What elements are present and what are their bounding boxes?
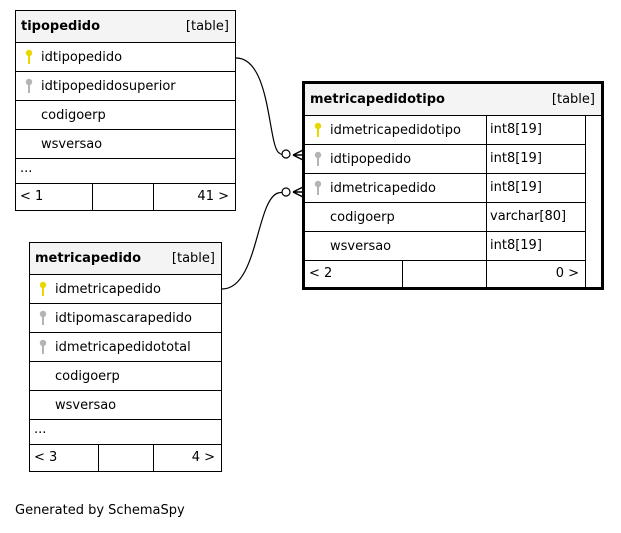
column-type-cell: int8[19] xyxy=(486,174,585,202)
table-kind: [table] xyxy=(185,19,229,34)
footer-divider xyxy=(402,261,403,287)
column-name: wsversao xyxy=(330,239,392,254)
column-row[interactable]: idmetricapedidototal xyxy=(30,333,221,362)
parents-count[interactable]: < 1 xyxy=(20,189,44,204)
table-footer: < 1 41 > xyxy=(16,184,235,210)
primary-key-icon xyxy=(39,281,47,296)
link-crowfoot-1 xyxy=(292,149,304,161)
column-type-cell: int8[19] xyxy=(486,232,585,260)
table-header: metricapedido [table] xyxy=(30,243,221,275)
table-header: metricapedidotipo [table] xyxy=(305,84,601,116)
foreign-key-icon xyxy=(39,339,47,354)
column-type-cell: int8[19] xyxy=(486,145,585,173)
foreign-key-icon xyxy=(314,151,322,166)
column-row[interactable]: codigoerp xyxy=(30,362,221,391)
parents-count[interactable]: < 3 xyxy=(34,450,58,465)
link-crowfoot-2 xyxy=(292,186,304,198)
column-name: idmetricapedidototal xyxy=(55,340,191,355)
table-footer: < 3 4 > xyxy=(30,445,221,471)
column-name: wsversao xyxy=(41,137,103,152)
more-text: ... xyxy=(20,161,33,176)
column-row[interactable]: wsversao xyxy=(30,391,221,420)
primary-key-icon xyxy=(25,49,33,64)
column-row[interactable]: idmetricapedido xyxy=(30,275,221,304)
children-count[interactable]: 0 > xyxy=(555,266,579,281)
table-name: tipopedido xyxy=(21,19,101,34)
column-row[interactable]: idtipomascarapedido xyxy=(30,304,221,333)
column-name: idmetricapedido xyxy=(55,282,162,297)
table-header: tipopedido [table] xyxy=(16,11,235,43)
column-row[interactable]: wsversao int8[19] xyxy=(305,232,586,261)
column-name: codigoerp xyxy=(330,210,395,225)
column-name: idtipopedido xyxy=(41,50,123,65)
table-kind: [table] xyxy=(171,251,215,266)
column-name: wsversao xyxy=(55,398,117,413)
column-name: idmetricapedido xyxy=(330,181,437,196)
footer-divider xyxy=(486,261,487,287)
column-row[interactable]: idtipopedido int8[19] xyxy=(305,145,586,174)
table-name: metricapedidotipo xyxy=(310,92,445,107)
column-type: int8[19] xyxy=(490,180,542,195)
column-type: int8[19] xyxy=(490,122,542,137)
column-type-cell: int8[19] xyxy=(486,116,585,144)
column-row[interactable]: idtipopedidosuperior xyxy=(16,72,235,101)
table-footer: < 2 0 > xyxy=(305,261,586,287)
children-count[interactable]: 41 > xyxy=(197,189,229,204)
more-columns-indicator: ... xyxy=(16,159,235,184)
generated-by-label: Generated by SchemaSpy xyxy=(15,503,185,518)
column-name: codigoerp xyxy=(55,369,120,384)
footer-divider xyxy=(98,445,99,471)
column-row[interactable]: idtipopedido xyxy=(16,43,235,72)
table-name: metricapedido xyxy=(35,251,142,266)
link-optional-marker-2 xyxy=(281,187,291,197)
column-type: varchar[80] xyxy=(490,209,567,224)
column-row[interactable]: idmetricapedido int8[19] xyxy=(305,174,586,203)
table-tipopedido[interactable]: tipopedido [table] idtipopedido idtipope… xyxy=(15,10,236,211)
column-row[interactable]: codigoerp varchar[80] xyxy=(305,203,586,232)
table-metricapedidotipo[interactable]: metricapedidotipo [table] idmetricapedid… xyxy=(302,81,604,290)
foreign-key-icon xyxy=(39,310,47,325)
link-tipopedido-to-metricapedidotipo xyxy=(235,57,291,156)
more-columns-indicator: ... xyxy=(30,420,221,445)
column-type: int8[19] xyxy=(490,238,542,253)
foreign-key-icon xyxy=(25,78,33,93)
column-row[interactable]: idmetricapedidotipo int8[19] xyxy=(305,116,586,145)
column-name: idmetricapedidotipo xyxy=(330,123,461,138)
children-count[interactable]: 4 > xyxy=(191,450,215,465)
link-optional-marker-1 xyxy=(281,149,291,159)
footer-divider xyxy=(153,184,154,210)
foreign-key-icon xyxy=(314,180,322,195)
column-row[interactable]: wsversao xyxy=(16,130,235,159)
footer-divider xyxy=(153,445,154,471)
table-kind: [table] xyxy=(551,92,595,107)
footer-divider xyxy=(92,184,93,210)
column-name: idtipopedidosuperior xyxy=(41,79,176,94)
column-name: idtipopedido xyxy=(330,152,412,167)
column-type-cell: varchar[80] xyxy=(486,203,585,231)
column-row[interactable]: codigoerp xyxy=(16,101,235,130)
primary-key-icon xyxy=(314,122,322,137)
column-name: codigoerp xyxy=(41,108,106,123)
table-metricapedido[interactable]: metricapedido [table] idmetricapedido id… xyxy=(29,242,222,472)
more-text: ... xyxy=(34,422,47,437)
column-name: idtipomascarapedido xyxy=(55,311,192,326)
parents-count[interactable]: < 2 xyxy=(309,266,333,281)
column-type: int8[19] xyxy=(490,151,542,166)
